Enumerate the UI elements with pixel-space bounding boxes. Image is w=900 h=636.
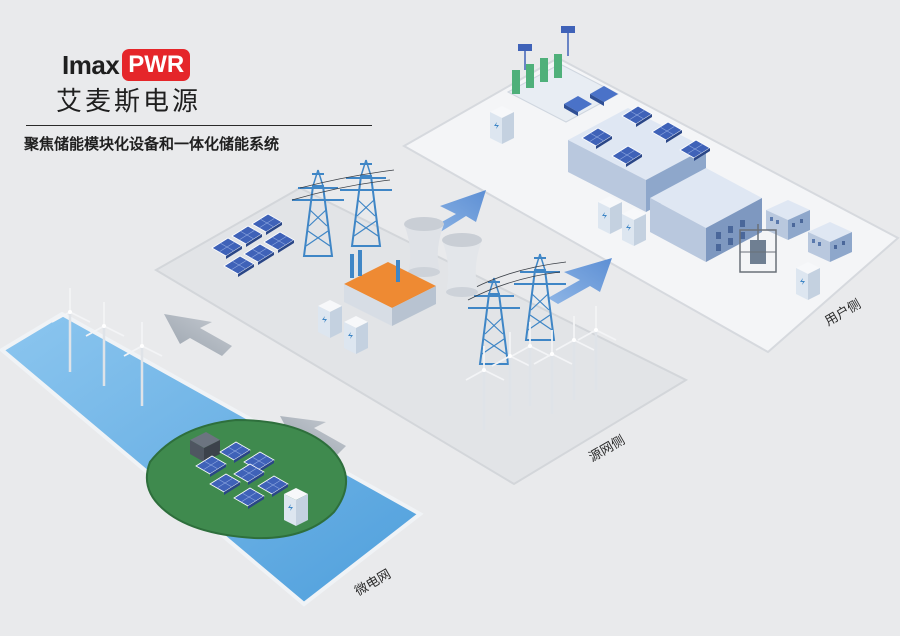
label-microgrid: 微电网 — [353, 567, 394, 599]
battery-cabinet-icon — [490, 106, 514, 144]
microgrid-scene — [50, 286, 348, 540]
battery-cabinet-icon — [344, 316, 368, 354]
cooling-tower-icon — [404, 217, 444, 277]
label-user-side: 用户侧 — [822, 296, 864, 329]
ev-charger-icon — [512, 70, 520, 94]
transformer-icon — [739, 224, 777, 273]
user-side-scene — [490, 26, 852, 300]
label-source-side: 源网侧 — [587, 433, 628, 465]
flow-arrow-icon — [164, 314, 232, 356]
logo: Imax PWR — [62, 48, 362, 82]
battery-cabinet-icon — [796, 262, 820, 300]
power-plant — [344, 250, 436, 326]
logo-badge: PWR — [122, 49, 191, 81]
battery-cabinet-icon — [318, 300, 342, 338]
ev-charger-icon — [526, 64, 534, 88]
flow-arrow-icon — [548, 258, 612, 304]
company-name: 艾麦斯电源 — [56, 87, 202, 117]
battery-cabinet-icon — [622, 208, 646, 246]
office-building — [650, 168, 762, 262]
source-side-scene — [211, 159, 618, 432]
divider — [26, 125, 372, 126]
source-side-platform — [154, 186, 689, 486]
ev-car-icon — [590, 86, 618, 106]
ev-car-icon — [564, 96, 592, 116]
battery-cabinet-icon — [190, 432, 220, 462]
battery-cabinet-icon — [284, 488, 308, 526]
ev-charger-icon — [554, 54, 562, 78]
ev-charger-icon — [540, 58, 548, 82]
logo-text: Imax — [62, 50, 120, 80]
battery-cabinet-icon — [598, 196, 622, 234]
brand-block: Imax PWR 艾麦斯电源 聚焦储能模块化设备和一体化储能系统 — [24, 48, 372, 153]
cooling-tower-icon — [442, 233, 482, 297]
tagline: 聚焦储能模块化设备和一体化储能系统 — [24, 135, 280, 153]
